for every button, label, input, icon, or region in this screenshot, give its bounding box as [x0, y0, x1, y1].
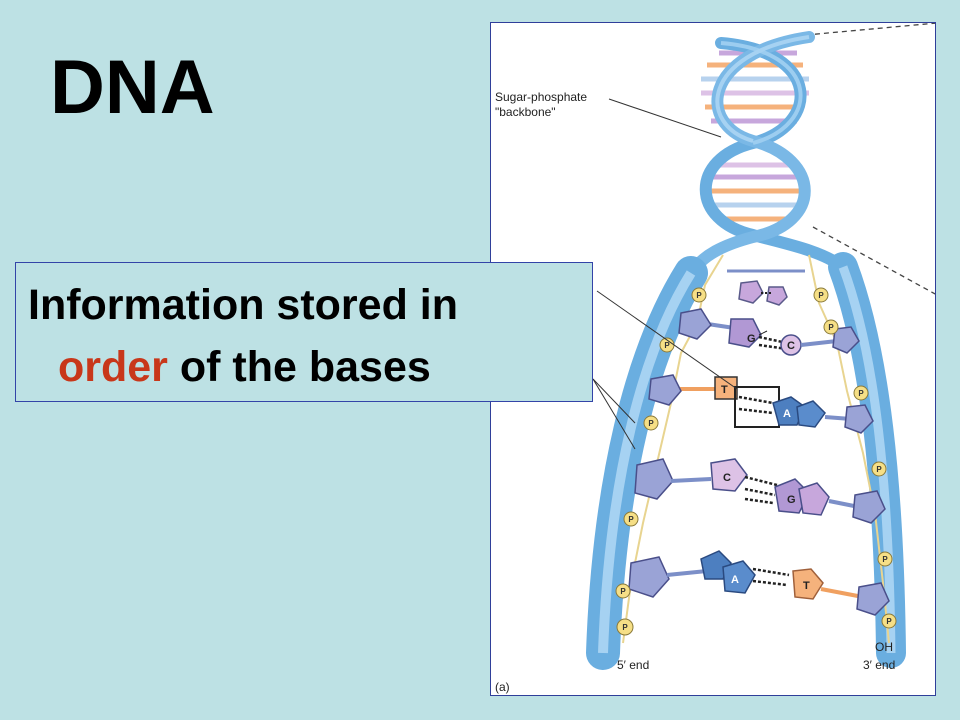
base-label: C: [787, 340, 795, 352]
base-pair-row-2: T A: [648, 374, 874, 434]
base-label: G: [787, 494, 796, 506]
phosphate-label: P: [818, 291, 824, 300]
base-label: G: [747, 333, 756, 345]
backbone-leader-line: [608, 98, 722, 138]
phosphate-label: P: [876, 465, 882, 474]
callout-line2-rest: of the bases: [167, 343, 431, 391]
phosphate-label: P: [622, 623, 628, 632]
phosphate-label: P: [858, 389, 864, 398]
hydroxyl-label: OH: [875, 640, 893, 654]
top-base-pairs: [727, 269, 805, 306]
phosphate-label: P: [828, 323, 834, 332]
dna-double-helix-diagram: G C T A: [495, 23, 935, 694]
phosphate-label: P: [664, 341, 670, 350]
base-pair-row-3: C G: [634, 458, 886, 524]
phosphate-label: P: [628, 515, 634, 524]
base-label: A: [731, 574, 739, 586]
base-pair-row-1: G C: [678, 308, 860, 356]
left-phosphates: [615, 287, 707, 636]
callout-box: Information stored in order of the bases: [15, 262, 593, 402]
base-label: T: [803, 580, 810, 592]
five-prime-end-label: 5′ end: [617, 658, 649, 672]
phosphate-label: P: [696, 291, 702, 300]
right-phosphates: [813, 287, 897, 629]
highlight-word-order: order: [58, 343, 168, 391]
base-label: C: [723, 472, 731, 484]
phosphate-label: P: [882, 555, 888, 564]
callout-line2: order of the bases: [58, 343, 431, 392]
zoom-guide-bottom: [812, 226, 935, 295]
callout-line1: Information stored in: [28, 281, 458, 329]
upper-helix: [685, 31, 849, 279]
base-pair-row-4: A T: [628, 550, 890, 616]
panel-letter: (a): [495, 680, 510, 694]
slide-title: DNA: [50, 45, 215, 130]
base-label: A: [783, 408, 791, 420]
backbone-label-line2: "backbone": [495, 105, 556, 119]
phosphate-label: P: [886, 617, 892, 626]
phosphate-label: P: [620, 587, 626, 596]
base-label: T: [721, 384, 728, 396]
three-prime-end-label: 3′ end: [863, 658, 895, 672]
phosphate-label: P: [648, 419, 654, 428]
zoom-guide-top: [805, 23, 935, 36]
pair-leader-line: [596, 290, 738, 390]
backbone-label-line1: Sugar-phosphate: [495, 90, 587, 104]
